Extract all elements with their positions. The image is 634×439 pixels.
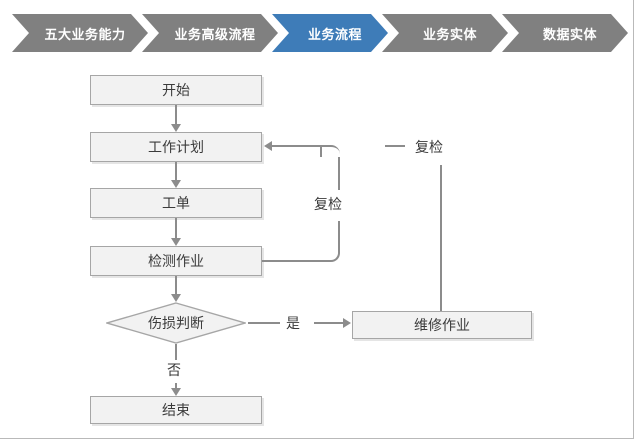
edge-judgement-no-segment-upper (175, 344, 177, 360)
edge-work-order-to-inspection-arrow (171, 238, 181, 246)
edge-start-to-work-plan-arrow (171, 124, 181, 132)
edge-inspection-recheck-to-work-plan (272, 145, 324, 147)
breadcrumb-item-4-label: 业务实体 (422, 26, 477, 42)
breadcrumb-item-5-label: 数据实体 (542, 26, 597, 42)
breadcrumb-item-4[interactable]: 业务实体 (382, 14, 508, 52)
node-judgement-label: 伤损判断 (148, 315, 204, 331)
edge-judgement-yes-segment-left (248, 322, 280, 324)
edge-inspection-to-judgement (175, 276, 177, 294)
node-repair[interactable]: 维修作业 (352, 311, 532, 339)
edge-label-recheck-inner: 复检 (311, 194, 345, 214)
node-start[interactable]: 开始 (90, 75, 262, 105)
breadcrumb-item-2[interactable]: 业务高级流程 (142, 14, 278, 52)
node-work-plan[interactable]: 工作计划 (90, 132, 262, 162)
edge-repair-recheck-horizontal (385, 145, 405, 147)
node-work-order-label: 工单 (162, 195, 190, 211)
edge-inspection-recheck-arrow (264, 141, 272, 151)
edge-work-plan-to-work-order (175, 162, 177, 181)
edge-work-order-to-inspection (175, 218, 177, 238)
node-end-label: 结束 (162, 402, 190, 418)
breadcrumb: 五大业务能力 业务高级流程 业务流程 业务实体 数据实体 (0, 14, 634, 52)
edge-start-to-work-plan (175, 105, 177, 125)
edge-inspection-recheck-horizontal (262, 260, 329, 262)
node-work-order[interactable]: 工单 (90, 188, 262, 218)
edge-inspection-recheck-elbow-top (320, 145, 340, 157)
edge-judgement-yes-segment-right (314, 322, 344, 324)
edge-judgement-to-repair-arrow (343, 318, 351, 328)
edge-inspection-recheck-elbow-bottom (320, 251, 340, 262)
edge-inspection-to-judgement-arrow (171, 294, 181, 302)
edge-repair-recheck-vertical (440, 165, 442, 311)
breadcrumb-item-1-label: 五大业务能力 (44, 26, 126, 42)
node-judgement[interactable]: 伤损判断 (106, 302, 246, 344)
breadcrumb-item-2-label: 业务高级流程 (174, 26, 256, 42)
diamond-shape (106, 302, 246, 344)
edge-work-plan-to-work-order-arrow (171, 180, 181, 188)
edge-label-no: 否 (164, 360, 184, 380)
breadcrumb-item-3-label: 业务流程 (307, 26, 362, 42)
edge-judgement-no-segment-lower (175, 383, 177, 389)
breadcrumb-item-3[interactable]: 业务流程 (272, 14, 388, 52)
node-end[interactable]: 结束 (90, 396, 262, 424)
node-repair-label: 维修作业 (414, 317, 470, 333)
breadcrumb-item-5[interactable]: 数据实体 (502, 14, 628, 52)
edge-inspection-recheck-vertical-upper (338, 157, 340, 190)
node-work-plan-label: 工作计划 (148, 139, 204, 155)
node-start-label: 开始 (162, 82, 190, 98)
edge-inspection-recheck-vertical-lower (338, 221, 340, 253)
breadcrumb-item-1[interactable]: 五大业务能力 (12, 14, 148, 52)
edge-judgement-to-end-arrow (171, 388, 181, 396)
edge-label-recheck-outer: 复检 (412, 137, 446, 157)
edge-label-yes: 是 (283, 313, 303, 333)
node-inspection[interactable]: 检测作业 (90, 246, 262, 276)
node-inspection-label: 检测作业 (148, 253, 204, 269)
